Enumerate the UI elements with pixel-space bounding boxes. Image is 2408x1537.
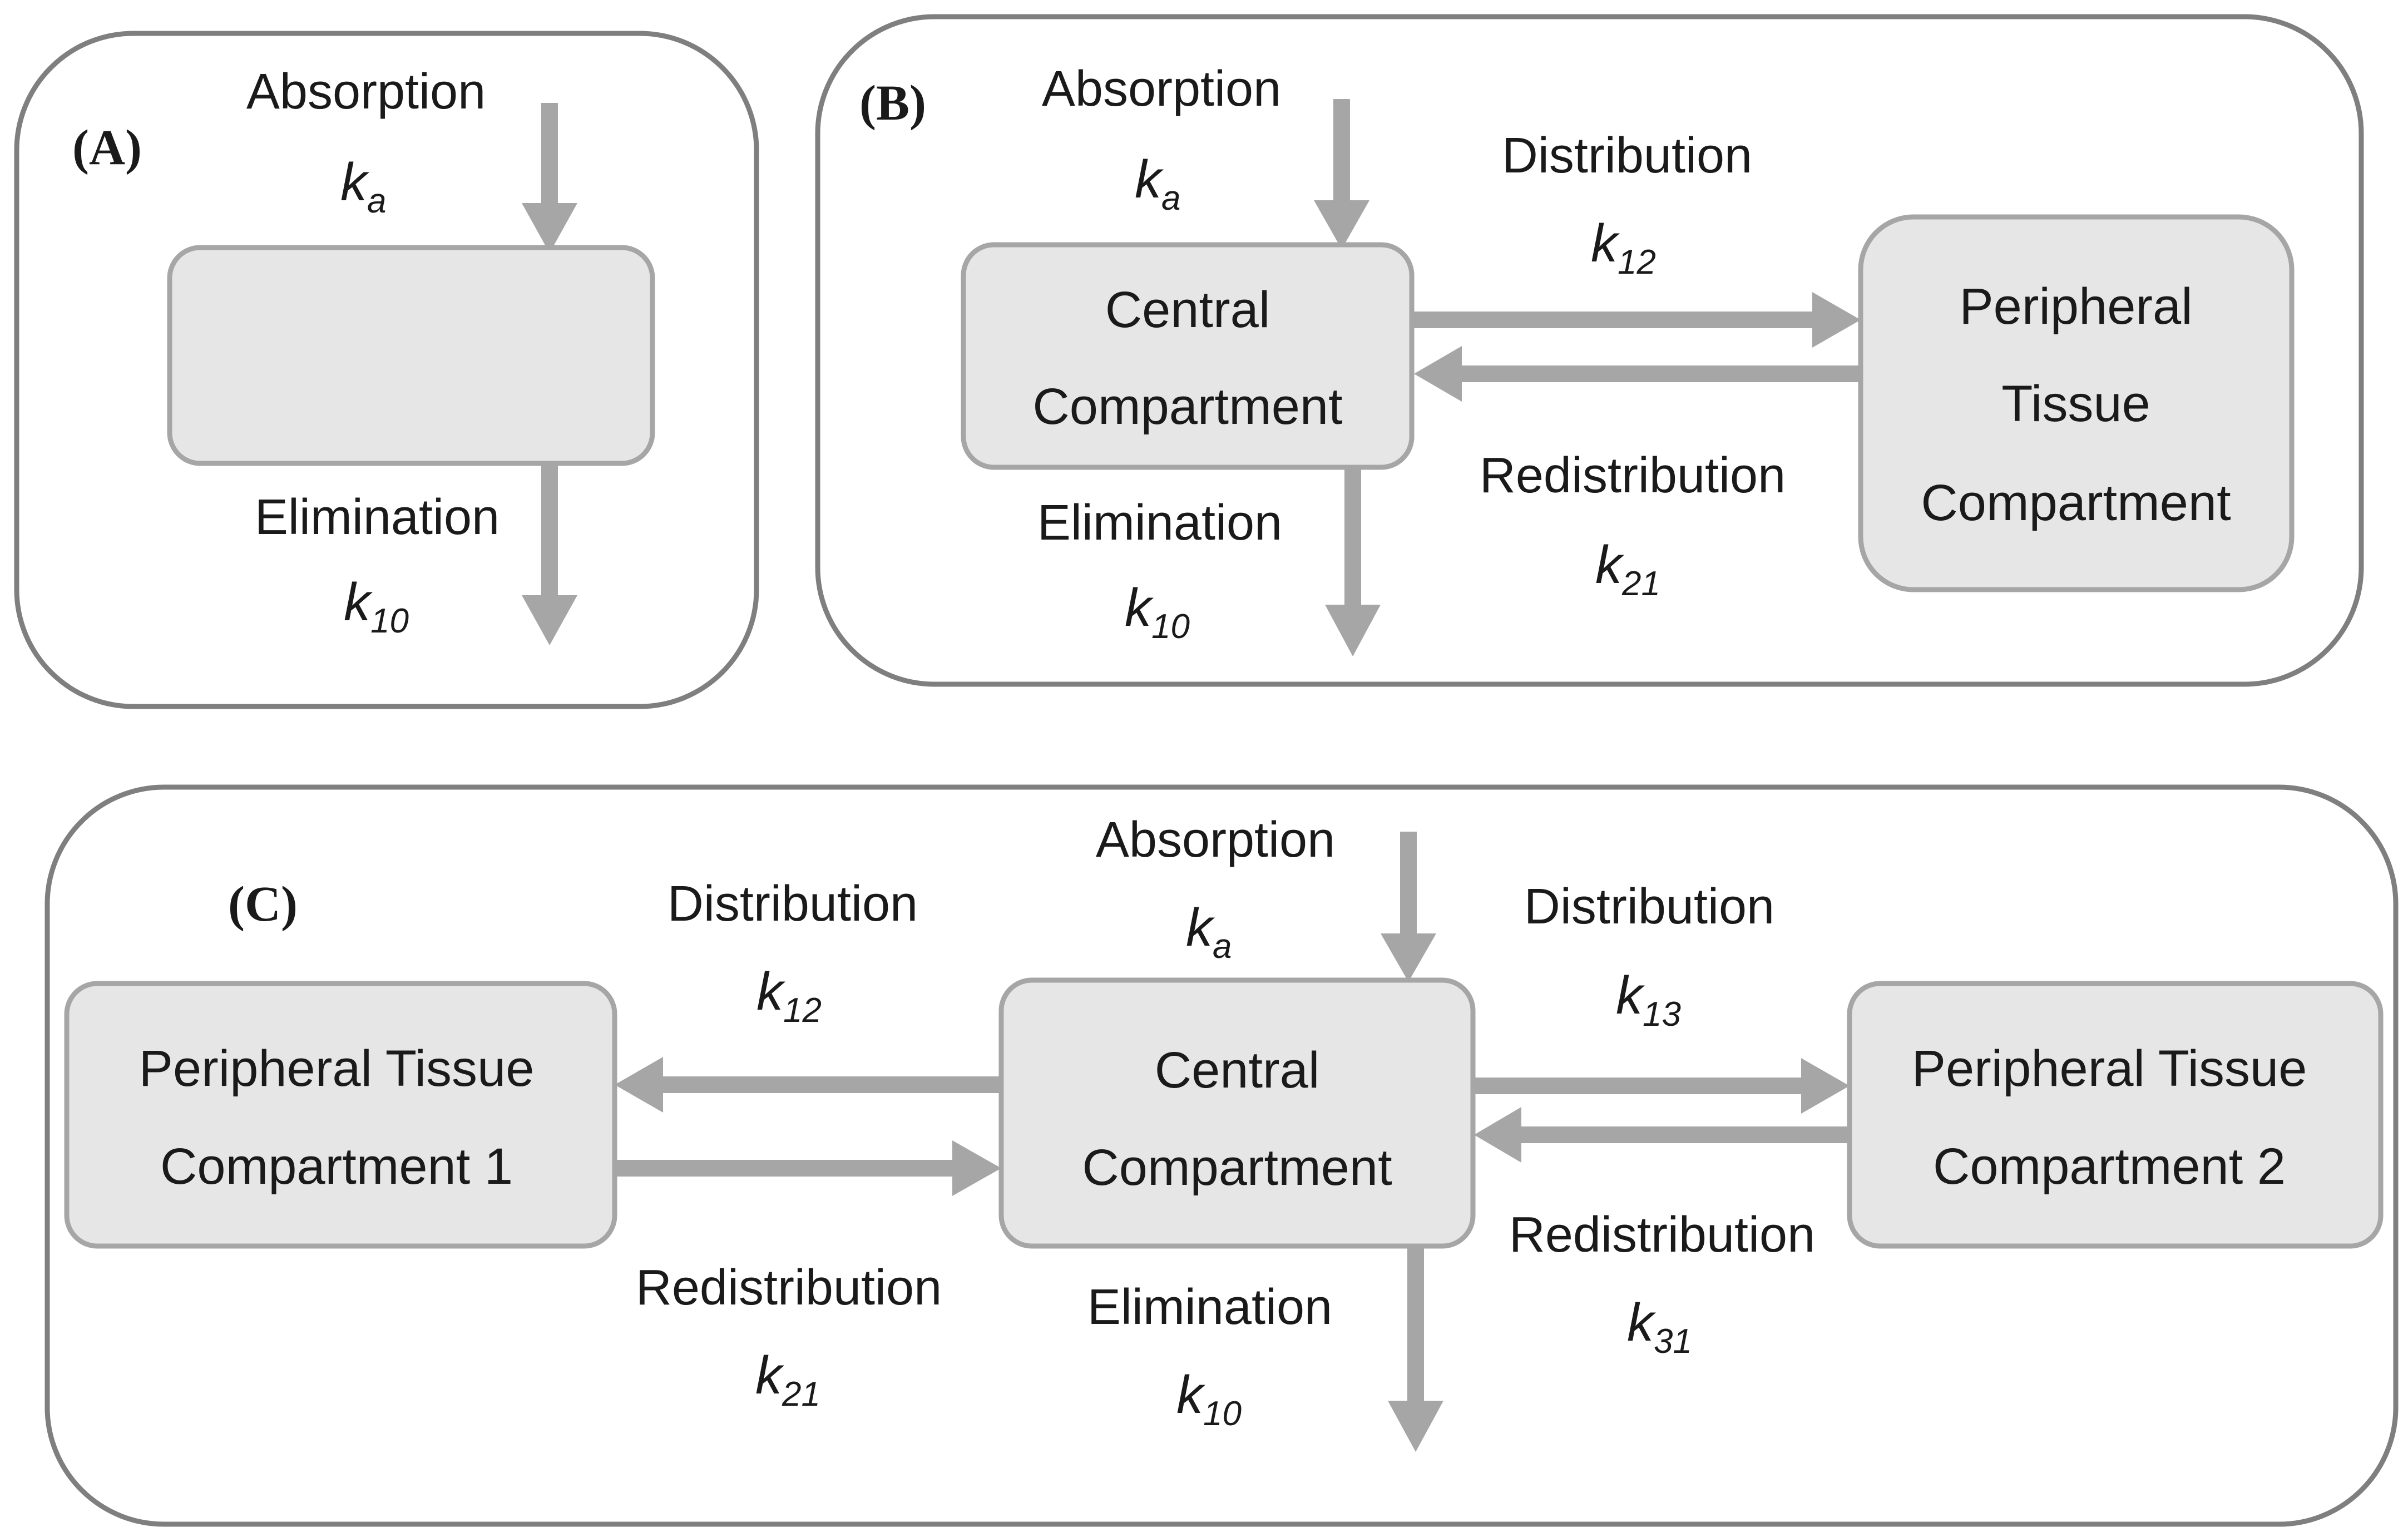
panel-b-peripheral-line3: Compartment (1921, 475, 2231, 531)
panel-b-elimination-arrow (1325, 467, 1381, 656)
panel-b-peripheral-line2: Tissue (2001, 375, 2150, 432)
panel-c-tag: (C) (228, 877, 298, 932)
panel-b-absorption-rate: ka (1135, 150, 1180, 218)
panel-a-compartment (167, 245, 655, 466)
panel-c-absorption-rate: ka (1186, 898, 1232, 966)
panel-b-redistribution-rate: k21 (1595, 535, 1660, 603)
panel-b-redistribution-label: Redistribution (1480, 448, 1786, 503)
panel-c-elimination-label: Elimination (1087, 1279, 1332, 1335)
panel-c-redistribution-left-label: Redistribution (636, 1260, 942, 1316)
panel-a-elimination-rate: k10 (344, 572, 409, 640)
panel-a-elimination-arrow (522, 463, 577, 645)
panel-c-elimination-arrow (1388, 1246, 1443, 1452)
panel-b-peripheral-compartment (1858, 214, 2295, 592)
panel-b-elimination-label: Elimination (1037, 495, 1282, 551)
panel-c: (C) Absorption ka Peripheral Tissue Comp… (44, 784, 2399, 1527)
panel-c-peripheral1-line1: Peripheral Tissue (139, 1040, 535, 1097)
panel-b: (B) Absorption ka Central Compartment Pe… (815, 14, 2364, 687)
panel-c-redistribution-right-rate: k31 (1627, 1293, 1692, 1361)
panel-b-absorption-label: Absorption (1042, 61, 1281, 117)
panel-b-central-compartment (961, 242, 1415, 470)
panel-b-absorption-arrow (1314, 99, 1369, 249)
panel-c-peripheral1-compartment (64, 981, 617, 1249)
panel-b-distribution-label: Distribution (1502, 128, 1752, 184)
panel-c-distribution-right-rate: k13 (1616, 966, 1681, 1034)
panel-c-distribution-left-arrow (615, 1057, 1001, 1113)
panel-c-absorption-arrow (1381, 832, 1436, 982)
panel-c-redistribution-right-arrow (1474, 1107, 1850, 1163)
panel-c-central-compartment (998, 977, 1476, 1249)
panel-c-elimination-rate: k10 (1176, 1365, 1242, 1433)
panel-c-peripheral2-line2: Compartment 2 (1933, 1138, 2286, 1195)
panel-c-distribution-right-arrow (1473, 1058, 1850, 1114)
panel-b-elimination-rate: k10 (1125, 578, 1190, 646)
panel-c-peripheral2-line1: Peripheral Tissue (1912, 1040, 2307, 1097)
panel-c-redistribution-left-arrow (615, 1140, 1001, 1196)
panel-c-central-line2: Compartment (1082, 1139, 1392, 1196)
panel-b-central-line2: Compartment (1032, 378, 1342, 435)
panel-b-distribution-rate: k12 (1591, 214, 1656, 281)
panel-a-tag: (A) (72, 120, 142, 175)
panel-c-distribution-left-rate: k12 (756, 962, 822, 1030)
panel-c-central-line1: Central (1155, 1042, 1320, 1099)
panel-c-absorption-label: Absorption (1096, 812, 1335, 868)
panel-c-redistribution-right-label: Redistribution (1509, 1207, 1815, 1263)
panel-b-redistribution-arrow (1414, 346, 1861, 402)
panel-c-distribution-left-label: Distribution (667, 876, 918, 932)
panel-b-central-line1: Central (1105, 281, 1270, 338)
panel-b-peripheral-line1: Peripheral (1959, 278, 2192, 335)
panel-a-elimination-label: Elimination (255, 490, 500, 545)
panel-a-absorption-label: Absorption (246, 64, 486, 120)
panel-a-absorption-rate: ka (340, 152, 386, 220)
panel-c-distribution-right-label: Distribution (1524, 879, 1774, 935)
panel-a: (A) Absorption ka Elimination k10 (14, 31, 759, 709)
panel-c-redistribution-left-rate: k21 (755, 1346, 820, 1414)
panel-c-peripheral1-line2: Compartment 1 (160, 1138, 513, 1195)
panel-b-tag: (B) (859, 76, 926, 131)
panel-c-peripheral2-compartment (1847, 981, 2384, 1249)
panel-b-distribution-arrow (1412, 292, 1861, 348)
panel-a-absorption-arrow (522, 103, 577, 253)
